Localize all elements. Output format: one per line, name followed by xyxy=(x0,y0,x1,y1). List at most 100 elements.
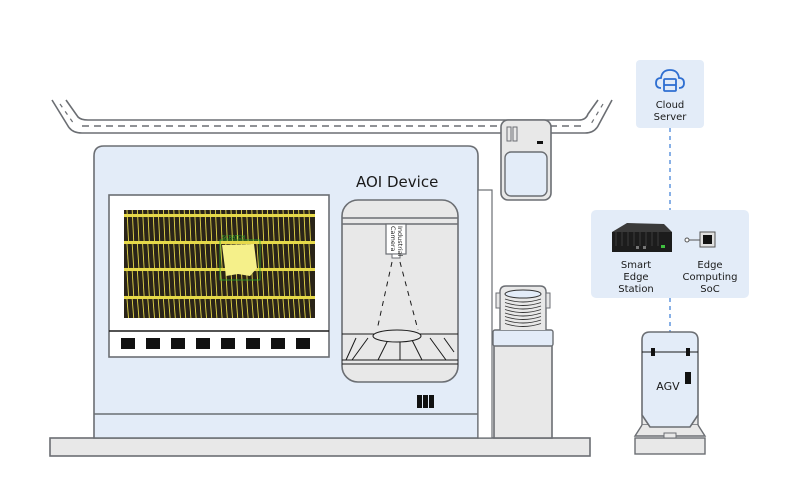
cloud-label-line2: Server xyxy=(654,112,688,123)
pcb-lead xyxy=(272,298,275,319)
pcb-lead xyxy=(136,209,140,242)
cloud-server-node[interactable]: Cloud Server xyxy=(636,60,704,128)
pcb-lead xyxy=(266,298,270,319)
pcb-pad xyxy=(189,240,193,245)
defect-region xyxy=(222,244,257,276)
station-label-line3: Station xyxy=(618,284,654,295)
monitor-button xyxy=(146,338,160,349)
pcb-pad xyxy=(244,240,248,245)
pcb-lead xyxy=(292,243,296,269)
edge-computing-soc[interactable]: Edge Computing SoC xyxy=(683,231,738,295)
pcb-pad xyxy=(184,267,188,272)
pcb-pad xyxy=(174,240,178,245)
pcb-lead xyxy=(266,270,270,297)
pcb-lead xyxy=(178,209,181,242)
pcb-lead xyxy=(173,270,176,297)
pcb-pad xyxy=(224,240,228,245)
pcb-pad xyxy=(179,240,183,245)
pcb-pad xyxy=(129,240,133,245)
pcb-pad xyxy=(199,240,203,245)
pcb-pad xyxy=(184,213,188,218)
pcb-lead xyxy=(194,243,197,269)
pcb-lead xyxy=(220,209,223,242)
pcb-pad xyxy=(289,295,293,300)
pcb-pad xyxy=(264,295,268,300)
pcb-lead xyxy=(126,298,129,319)
pcb-lead xyxy=(131,243,135,269)
pcb-lead xyxy=(272,209,275,242)
pcb-lead xyxy=(277,270,280,297)
pcb-pad xyxy=(269,267,273,272)
pcb-pad xyxy=(224,295,228,300)
pcb-pad xyxy=(129,295,133,300)
pcb-lead xyxy=(292,298,296,319)
pcb-lead xyxy=(308,243,311,269)
pcb-lead xyxy=(277,243,280,269)
pcb-pad xyxy=(159,295,163,300)
pcb-lead xyxy=(131,270,135,297)
pcb-pad xyxy=(179,295,183,300)
pcb-pad xyxy=(159,240,163,245)
pcb-lead xyxy=(199,209,202,242)
pcb-magazine-stack xyxy=(492,285,554,439)
pcb-lead xyxy=(251,298,254,319)
pcb-pad xyxy=(304,295,308,300)
monitor-button xyxy=(221,338,235,349)
pcb-lead xyxy=(183,243,187,269)
pcb-lead xyxy=(126,270,129,297)
pcb-lead xyxy=(168,298,171,319)
pcb-lead xyxy=(142,270,145,297)
pcb-pad xyxy=(139,240,143,245)
pcb-pad xyxy=(129,267,133,272)
pcb-lead xyxy=(199,298,202,319)
defect-label: SCRATCH xyxy=(222,235,245,241)
pcb-lead xyxy=(147,243,150,269)
pcb-lead xyxy=(178,298,181,319)
pcb-lead xyxy=(152,243,155,269)
monitor-button xyxy=(171,338,185,349)
pcb-pad xyxy=(214,240,218,245)
pcb-pad xyxy=(169,295,173,300)
pcb-lead xyxy=(235,298,239,319)
smart-edge-station[interactable]: Smart Edge Station xyxy=(612,223,672,295)
pcb-pad xyxy=(229,295,233,300)
pcb-pad xyxy=(144,267,148,272)
pcb-lead xyxy=(308,298,311,319)
pcb-lead xyxy=(168,270,171,297)
pcb-pad xyxy=(144,295,148,300)
pcb-pad xyxy=(304,213,308,218)
agv-robot[interactable]: AGV xyxy=(633,331,707,455)
pcb-lead xyxy=(230,209,233,242)
pcb-lead xyxy=(261,270,265,297)
pcb-lead xyxy=(199,270,202,297)
pcb-lead xyxy=(214,270,218,297)
edge-computing-panel: Smart Edge Station Edge Computing SoC xyxy=(591,210,749,298)
pcb-pad xyxy=(279,240,283,245)
pcb-pad xyxy=(154,240,158,245)
pcb-lead xyxy=(308,270,311,297)
pcb-lead xyxy=(188,209,192,242)
pcb-lead xyxy=(272,243,275,269)
inspection-chamber: Industrial Camera xyxy=(341,199,459,383)
pcb-pad xyxy=(294,240,298,245)
pcb-lead xyxy=(204,209,207,242)
stack-ring xyxy=(504,305,542,310)
pcb-lead xyxy=(131,298,135,319)
pcb-pad xyxy=(154,267,158,272)
pcb-lead xyxy=(142,243,145,269)
pcb-lead xyxy=(188,243,192,269)
monitor-button xyxy=(271,338,285,349)
pcb-pad xyxy=(139,267,143,272)
pcb-pad xyxy=(279,213,283,218)
pcb-lead xyxy=(240,270,244,297)
monitor-button-row xyxy=(121,338,310,349)
pcb-pad xyxy=(184,240,188,245)
pcb-pad xyxy=(309,295,313,300)
pcb-lead xyxy=(126,209,129,242)
pcb-lead xyxy=(162,270,166,297)
pcb-pad xyxy=(269,213,273,218)
pcb-pad xyxy=(264,213,268,218)
defect-detection-box xyxy=(219,239,261,281)
pcb-lead xyxy=(235,270,239,297)
conveyor-stage xyxy=(342,329,458,365)
